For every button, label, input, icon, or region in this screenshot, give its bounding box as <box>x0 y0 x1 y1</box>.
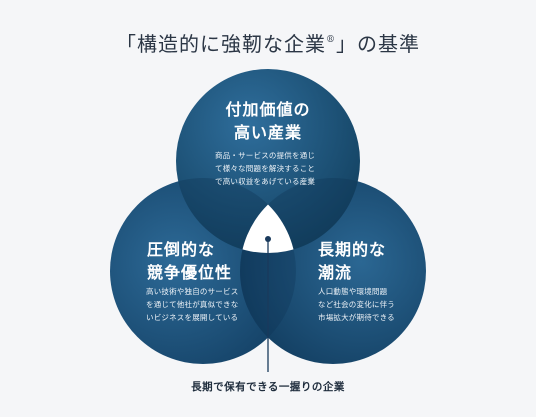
circle-top <box>176 69 360 253</box>
left-body-line-2: を通じて他社が真似できな <box>146 300 239 309</box>
left-body-line-3: いビジネスを展開している <box>146 313 239 322</box>
top-circle-body: 商品・サービスの提供を通じ て様々な問題を解決すること で高い収益をあげている産… <box>215 149 335 188</box>
top-body-line-1: 商品・サービスの提供を通じ <box>215 151 316 160</box>
left-heading-line-2: 競争優位性 <box>147 263 233 282</box>
top-body-line-3: で高い収益をあげている産業 <box>215 177 316 186</box>
top-heading-line-1: 付加価値の <box>225 100 311 119</box>
left-circle-body: 高い技術や独自のサービス を通じて他社が真似できな いビジネスを展開している <box>146 285 250 324</box>
right-heading-line-2: 潮流 <box>318 263 353 282</box>
right-heading-line-1: 長期的な <box>318 240 387 259</box>
left-body-line-1: 高い技術や独自のサービス <box>146 287 239 296</box>
right-body-line-3: 市場拡大が期待できる <box>318 313 395 322</box>
left-circle-heading: 圧倒的な 競争優位性 <box>147 238 247 284</box>
right-circle-heading: 長期的な 潮流 <box>318 238 408 284</box>
right-circle-text: 長期的な 潮流 <box>318 238 408 284</box>
center-caption: 長期で保有できる一握りの企業 <box>191 381 345 393</box>
right-body-line-1: 人口動態や環境問題 <box>318 287 388 296</box>
title-suffix: 」の基準 <box>336 32 420 56</box>
left-heading-line-1: 圧倒的な <box>147 240 216 259</box>
right-circle-body: 人口動態や環境問題 など社会の変化に伴う 市場拡大が期待できる <box>318 285 408 324</box>
right-body-line-2: など社会の変化に伴う <box>318 300 395 309</box>
left-circle-text: 圧倒的な 競争優位性 <box>147 238 247 284</box>
top-circle-text: 付加価値の 高い産業 <box>213 98 323 144</box>
top-circle-heading: 付加価値の 高い産業 <box>213 98 323 144</box>
registered-mark: ® <box>326 35 336 45</box>
top-body-line-2: て様々な問題を解決すること <box>215 164 316 173</box>
top-heading-line-2: 高い産業 <box>233 123 302 142</box>
page-title: 「構造的に強靭な企業®」の基準 <box>0 28 536 57</box>
title-prefix: 「構造的に強靭な企業 <box>116 32 326 56</box>
